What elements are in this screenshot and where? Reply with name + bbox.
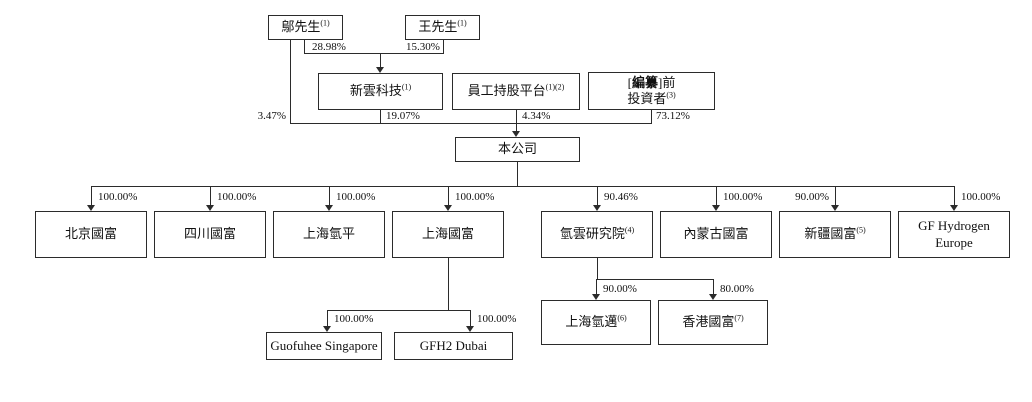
connector-wang-drop-line [443, 40, 444, 53]
arrowhead-into-company [512, 131, 520, 137]
connector-wu-direct-line [290, 40, 291, 123]
connector-into-shanghai-guofu-line [448, 186, 449, 205]
connector-subsidiaries-rail [91, 186, 955, 187]
connector-into-xinyun-line [380, 53, 381, 67]
arrowhead-into-hk-guofu [709, 294, 717, 300]
ownership-label-company-shanghai-guofu: 100.00% [455, 191, 495, 203]
connector-founders-rail [304, 53, 444, 54]
ownership-label-esop-company: 4.34% [522, 110, 551, 122]
node-gfh2-dubai-label: GFH2 Dubai [419, 337, 488, 353]
node-the-company-label: 本公司 [497, 141, 537, 157]
node-beijing-guofu: 北京國富 [35, 211, 147, 258]
connector-qingyun-rail [596, 279, 714, 280]
node-mr-wang: 王先生(1) [405, 15, 480, 40]
connector-xinyun-stub-line [380, 110, 381, 123]
node-sichuan-guofu: 四川國富 [154, 211, 266, 258]
connector-into-shanghai-qingping-line [329, 186, 330, 205]
arrowhead-into-singapore [323, 326, 331, 332]
arrowhead-into-qingyun [593, 205, 601, 211]
node-pre-ipo-investors: [編纂]前 投資者(3) [588, 72, 715, 110]
node-mr-wu: 鄔先生(1) [268, 15, 343, 40]
node-shanghai-qingmai: 上海氫邁(6) [541, 300, 651, 345]
ownership-label-shanghai-guofu-dubai: 100.00% [477, 313, 517, 325]
ownership-label-qingyun-hk-guofu: 80.00% [720, 283, 754, 295]
ownership-label-qingyun-qingmai: 90.00% [603, 283, 637, 295]
connector-wu-drop-line [304, 40, 305, 53]
ownership-label-company-shanghai-qingping: 100.00% [336, 191, 376, 203]
ownership-label-company-qingyun: 90.46% [604, 191, 638, 203]
arrowhead-into-shanghai-guofu [444, 205, 452, 211]
ownership-label-wang-xinyun: 15.30% [406, 41, 440, 53]
node-shanghai-qingping-label: 上海氫平 [302, 226, 355, 242]
arrowhead-into-gf-europe [950, 205, 958, 211]
connector-into-gf-europe-line [954, 186, 955, 205]
arrowhead-into-xinyun [376, 67, 384, 73]
node-shanghai-qingping: 上海氫平 [273, 211, 385, 258]
node-gfh2-dubai: GFH2 Dubai [394, 332, 513, 360]
connector-qingyun-down-line [597, 258, 598, 279]
connector-into-hk-guofu-line [713, 279, 714, 294]
node-gf-hydrogen-europe: GF Hydrogen Europe [898, 211, 1010, 258]
ownership-label-xinyun-company: 19.07% [386, 110, 420, 122]
connector-shareholders-rail [290, 123, 652, 124]
node-shanghai-qingmai-label: 上海氫邁(6) [565, 314, 627, 330]
node-beijing-guofu-label: 北京國富 [64, 226, 117, 242]
arrowhead-into-xinjiang [831, 205, 839, 211]
ownership-label-company-beijing: 100.00% [98, 191, 138, 203]
connector-esop-to-company-line [516, 110, 517, 131]
connector-shanghai-guofu-down-line [448, 258, 449, 310]
connector-preinv-stub-line [651, 110, 652, 123]
node-neimenggu-guofu-label: 內蒙古國富 [683, 226, 749, 242]
node-shanghai-guofu: 上海國富 [392, 211, 504, 258]
node-mr-wu-label: 鄔先生(1) [281, 19, 330, 35]
node-neimenggu-guofu: 內蒙古國富 [660, 211, 772, 258]
connector-into-qingmai-line [596, 279, 597, 294]
node-sichuan-guofu-label: 四川國富 [183, 226, 236, 242]
node-guofuhee-singapore: Guofuhee Singapore [266, 332, 382, 360]
connector-shanghai-guofu-rail [327, 310, 471, 311]
arrowhead-into-qingmai [592, 294, 600, 300]
ownership-label-wu-xinyun: 28.98% [312, 41, 346, 53]
ownership-label-company-gf-europe: 100.00% [961, 191, 1001, 203]
connector-company-down-line [517, 162, 518, 186]
connector-into-sichuan-line [210, 186, 211, 205]
node-pre-ipo-investors-line2: 投資者(3) [627, 90, 676, 106]
arrowhead-into-beijing [87, 205, 95, 211]
node-guofuhee-singapore-label: Guofuhee Singapore [270, 337, 378, 353]
node-qingyun-research: 氫雲研究院(4) [541, 211, 653, 258]
node-pre-ipo-investors-line1: [編纂]前 [627, 74, 676, 90]
connector-into-beijing-line [91, 186, 92, 205]
arrowhead-into-neimenggu [712, 205, 720, 211]
connector-into-dubai-line [470, 310, 471, 326]
node-xinyun-tech-label: 新雲科技(1) [349, 83, 412, 99]
node-the-company: 本公司 [455, 137, 580, 162]
connector-into-neimenggu-line [716, 186, 717, 205]
ownership-label-company-xinjiang: 90.00% [795, 191, 829, 203]
node-shanghai-guofu-label: 上海國富 [421, 226, 474, 242]
node-mr-wang-label: 王先生(1) [418, 19, 467, 35]
node-qingyun-research-label: 氫雲研究院(4) [559, 226, 635, 242]
node-xinjiang-guofu-label: 新疆國富(5) [804, 226, 866, 242]
node-hongkong-guofu-label: 香港國富(7) [682, 314, 744, 330]
connector-into-xinjiang-line [835, 186, 836, 205]
arrowhead-into-sichuan [206, 205, 214, 211]
ownership-label-wu-company: 3.47% [257, 110, 286, 122]
node-hongkong-guofu: 香港國富(7) [658, 300, 768, 345]
node-xinjiang-guofu: 新疆國富(5) [779, 211, 891, 258]
node-employee-platform: 員工持股平台(1)(2) [452, 73, 580, 110]
connector-into-qingyun-line [597, 186, 598, 205]
ownership-label-company-neimenggu: 100.00% [723, 191, 763, 203]
ownership-label-company-sichuan: 100.00% [217, 191, 257, 203]
node-xinyun-tech: 新雲科技(1) [318, 73, 443, 110]
arrowhead-into-dubai [466, 326, 474, 332]
ownership-label-preinv-company: 73.12% [656, 110, 690, 122]
node-employee-platform-label: 員工持股平台(1)(2) [467, 83, 565, 99]
node-gf-hydrogen-europe-label: GF Hydrogen Europe [918, 218, 990, 250]
connector-into-singapore-line [327, 310, 328, 326]
arrowhead-into-shanghai-qingping [325, 205, 333, 211]
ownership-label-shanghai-guofu-singapore: 100.00% [334, 313, 374, 325]
